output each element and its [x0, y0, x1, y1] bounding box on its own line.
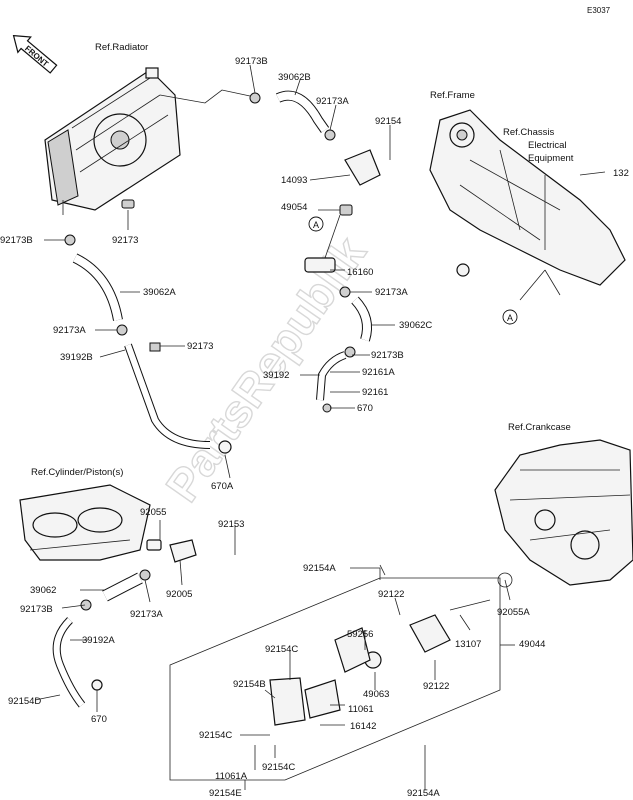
leader-lines	[34, 64, 515, 790]
ref-chassis-label-2: Electrical	[528, 140, 567, 151]
diagram-code: E3037	[587, 6, 611, 15]
frame-assembly	[429, 109, 626, 301]
callout-92173-left: 92173	[112, 235, 138, 246]
small-parts	[64, 92, 491, 726]
callout-92173b-mid: 92173B	[371, 350, 404, 361]
callout-92154c-a: 92154C	[265, 644, 298, 655]
marker-a-lower: A	[502, 309, 518, 325]
front-arrow-icon: FRONT	[12, 34, 58, 74]
ref-chassis-label: Ref.Chassis	[503, 127, 554, 138]
callout-92005: 92005	[166, 589, 192, 600]
pump-group-outline	[169, 577, 501, 781]
radiator-assembly	[44, 67, 251, 215]
callout-92173a-top: 92173A	[316, 96, 349, 107]
ref-crankcase-label: Ref.Crankcase	[508, 422, 571, 433]
callout-92154e: 92154E	[209, 788, 242, 799]
callout-13107: 13107	[455, 639, 481, 650]
crankcase-assembly	[494, 439, 633, 588]
callout-92173a-low: 92173A	[130, 609, 163, 620]
callout-92055: 92055	[140, 507, 166, 518]
marker-a-upper-text: A	[313, 220, 319, 230]
callout-16160: 16160	[347, 267, 373, 278]
callout-92122-bot: 92122	[423, 681, 449, 692]
callout-39192b: 39192B	[60, 352, 93, 363]
callout-39062a: 39062A	[143, 287, 176, 298]
callout-39192: 39192	[263, 370, 289, 381]
marker-a-lower-text: A	[507, 313, 513, 323]
callout-92154c-c: 92154C	[262, 762, 295, 773]
callout-92154c-b: 92154C	[199, 730, 232, 741]
callout-92173a-mid: 92173A	[375, 287, 408, 298]
ref-radiator-label: Ref.Radiator	[95, 42, 148, 53]
callout-670a: 670A	[211, 481, 234, 492]
cylinder-block	[19, 484, 151, 561]
callout-92161: 92161	[362, 387, 388, 398]
callout-92154d: 92154D	[8, 696, 41, 707]
callout-92173b-top: 92173B	[235, 56, 268, 67]
ref-chassis-label-3: Equipment	[528, 153, 574, 164]
marker-a-upper: A	[308, 216, 324, 232]
callout-39192a: 39192A	[82, 635, 115, 646]
callout-39062c: 39062C	[399, 320, 432, 331]
callout-92122-top: 92122	[378, 589, 404, 600]
callout-92055a: 92055A	[497, 607, 530, 618]
callout-92173a-left: 92173A	[53, 325, 86, 336]
callout-92154-top: 92154	[375, 116, 401, 127]
callout-132: 132	[613, 168, 629, 179]
callout-39062: 39062	[30, 585, 56, 596]
callout-92173b-low: 92173B	[20, 604, 53, 615]
callout-92161a: 92161A	[362, 367, 395, 378]
callout-92154a-top: 92154A	[303, 563, 336, 574]
callout-92173b-left: 92173B	[0, 235, 33, 246]
callout-92173-b: 92173	[187, 341, 213, 352]
hoses-and-pipes	[52, 90, 372, 708]
ref-frame-label: Ref.Frame	[430, 90, 475, 101]
callout-92153: 92153	[218, 519, 244, 530]
callout-59256: 59256	[347, 629, 373, 640]
callout-92154b: 92154B	[233, 679, 266, 690]
callout-49063: 49063	[363, 689, 389, 700]
callout-11061a: 11061A	[215, 771, 248, 782]
callout-92154a-bot: 92154A	[407, 788, 440, 799]
callout-16142: 16142	[350, 721, 376, 732]
callout-670-low: 670	[91, 714, 107, 725]
callout-670-mid: 670	[357, 403, 373, 414]
callout-11061: 11061	[348, 704, 374, 715]
callout-39062b: 39062B	[278, 72, 311, 83]
callout-49054: 49054	[281, 202, 307, 213]
ref-cylinder-label: Ref.Cylinder/Piston(s)	[31, 467, 123, 478]
callout-14093: 14093	[281, 175, 307, 186]
callout-49044: 49044	[519, 639, 545, 650]
